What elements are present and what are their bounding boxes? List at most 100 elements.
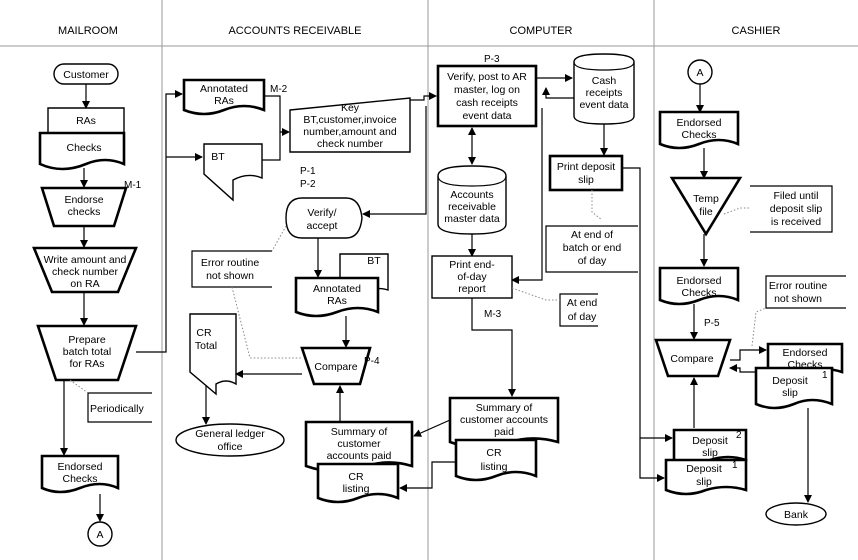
- svg-text:CR: CR: [486, 447, 502, 459]
- ref-p4: P-4: [364, 356, 380, 367]
- svg-text:Summary of: Summary of: [476, 402, 533, 414]
- svg-text:slip: slip: [578, 174, 594, 186]
- svg-text:A: A: [696, 67, 703, 79]
- svg-text:paid: paid: [494, 426, 514, 438]
- lane-header-mailroom: MAILROOM: [58, 25, 118, 37]
- svg-text:Annotated: Annotated: [313, 283, 361, 295]
- svg-text:Deposit: Deposit: [692, 435, 728, 447]
- svg-text:Checks: Checks: [681, 129, 716, 141]
- svg-text:Annotated: Annotated: [200, 83, 248, 95]
- svg-text:BT: BT: [367, 255, 381, 267]
- svg-text:Filed until: Filed until: [774, 190, 819, 202]
- svg-text:Print end-: Print end-: [449, 259, 495, 271]
- svg-text:Key: Key: [341, 102, 360, 114]
- general-ledger-office-terminal: General ledger office: [175, 423, 285, 457]
- svg-text:Total: Total: [195, 340, 217, 352]
- svg-text:BT: BT: [211, 151, 225, 163]
- svg-text:of-day: of-day: [457, 271, 487, 283]
- svg-text:RAs: RAs: [76, 115, 96, 127]
- lane-header-computer: COMPUTER: [510, 25, 573, 37]
- svg-text:Compare: Compare: [670, 353, 713, 365]
- svg-text:receivable: receivable: [448, 201, 496, 213]
- temp-file-triangle: Temp file: [669, 176, 743, 237]
- write-amount-manual-op: Write amount and check number on RA: [32, 246, 138, 294]
- svg-text:Checks: Checks: [66, 142, 101, 154]
- svg-text:Checks: Checks: [681, 287, 716, 299]
- svg-text:General ledger: General ledger: [195, 428, 265, 440]
- ref-p2: P-2: [300, 179, 316, 190]
- print-deposit-slip-process: Print deposit slip: [548, 154, 624, 192]
- svg-text:of day: of day: [568, 311, 597, 323]
- svg-text:A: A: [96, 529, 103, 541]
- connector-a-bottom: A: [87, 521, 113, 547]
- error-routine-annotation-cashier: Error routine not shown: [751, 275, 846, 347]
- svg-text:Periodically: Periodically: [90, 403, 144, 415]
- svg-text:accept: accept: [307, 220, 338, 232]
- svg-text:Endorsed: Endorsed: [58, 461, 103, 473]
- customer-terminal: Customer: [53, 63, 119, 85]
- svg-text:Endorsed: Endorsed: [677, 275, 722, 287]
- svg-text:slip: slip: [782, 387, 798, 399]
- svg-text:on RA: on RA: [70, 278, 99, 290]
- svg-text:number,amount and: number,amount and: [303, 126, 397, 138]
- annotated-ras-document-1: Annotated RAs: [182, 78, 266, 116]
- svg-text:Checks: Checks: [62, 473, 97, 485]
- ref-p5: P-5: [704, 318, 720, 329]
- svg-text:1: 1: [822, 370, 828, 381]
- svg-text:of day: of day: [578, 255, 607, 267]
- svg-text:is received: is received: [771, 216, 821, 228]
- svg-text:batch or end: batch or end: [563, 242, 622, 254]
- svg-text:RAs: RAs: [214, 95, 234, 107]
- lane-header-cashier: CASHIER: [732, 25, 781, 37]
- periodically-annotation: Periodically: [69, 379, 152, 423]
- svg-text:report: report: [458, 283, 486, 295]
- svg-text:At end of: At end of: [571, 229, 613, 241]
- svg-text:accounts paid: accounts paid: [327, 450, 392, 462]
- endorse-checks-manual-op: Endorse checks: [40, 186, 128, 228]
- svg-text:batch total: batch total: [63, 346, 111, 358]
- svg-text:slip: slip: [702, 447, 718, 459]
- svg-text:1: 1: [732, 460, 738, 471]
- svg-text:event data: event data: [579, 99, 628, 111]
- cr-listing-computer-document: CR listing: [454, 438, 538, 482]
- checks-document: Checks: [38, 131, 126, 171]
- svg-text:BT,customer,invoice: BT,customer,invoice: [303, 114, 397, 126]
- svg-text:Accounts: Accounts: [450, 189, 493, 201]
- svg-text:Deposit: Deposit: [772, 375, 808, 387]
- svg-text:Endorsed: Endorsed: [677, 117, 722, 129]
- prepare-batch-total-manual-op: Prepare batch total for RAs: [36, 324, 138, 382]
- svg-text:customer: customer: [337, 438, 381, 450]
- verify-post-process: Verify, post to AR master, log on cash r…: [436, 64, 538, 128]
- svg-text:not shown: not shown: [206, 270, 254, 282]
- svg-text:deposit slip: deposit slip: [770, 203, 823, 215]
- endorsed-checks-cashier-document-2: Endorsed Checks: [658, 266, 740, 306]
- svg-text:Cash: Cash: [592, 75, 617, 87]
- key-input-shape: Key BT,customer,invoice number,amount an…: [289, 97, 411, 153]
- ref-p3: P-3: [484, 54, 500, 65]
- compare-cashier-manual-op: Compare: [654, 338, 732, 378]
- svg-text:check number: check number: [317, 138, 383, 150]
- svg-text:2: 2: [736, 430, 742, 441]
- lane-header-accounts-receivable: ACCOUNTS RECEIVABLE: [228, 25, 361, 37]
- cr-listing-ar-document: CR listing: [316, 462, 400, 504]
- bt-document-1: BT: [203, 143, 263, 202]
- svg-text:Error routine: Error routine: [769, 280, 828, 292]
- svg-text:check number: check number: [52, 266, 118, 278]
- svg-text:for RAs: for RAs: [69, 358, 104, 370]
- svg-text:slip: slip: [696, 476, 712, 488]
- svg-text:cash receipts: cash receipts: [456, 97, 518, 109]
- svg-text:Bank: Bank: [784, 509, 809, 521]
- svg-text:At end: At end: [567, 297, 598, 309]
- svg-text:Endorse: Endorse: [64, 194, 103, 206]
- accounts-receivable-master-data-storage: Accounts receivable master data: [437, 165, 507, 235]
- svg-text:Prepare: Prepare: [68, 334, 106, 346]
- end-of-batch-annotation: At end of batch or end of day: [545, 190, 638, 273]
- compare-ar-manual-op: Compare: [300, 346, 372, 386]
- svg-text:Compare: Compare: [314, 361, 357, 373]
- svg-text:checks: checks: [68, 206, 101, 218]
- ref-m3: M-3: [484, 309, 502, 320]
- svg-text:Summary of: Summary of: [331, 426, 388, 438]
- error-routine-annotation-ar: Error routine not shown: [191, 225, 287, 288]
